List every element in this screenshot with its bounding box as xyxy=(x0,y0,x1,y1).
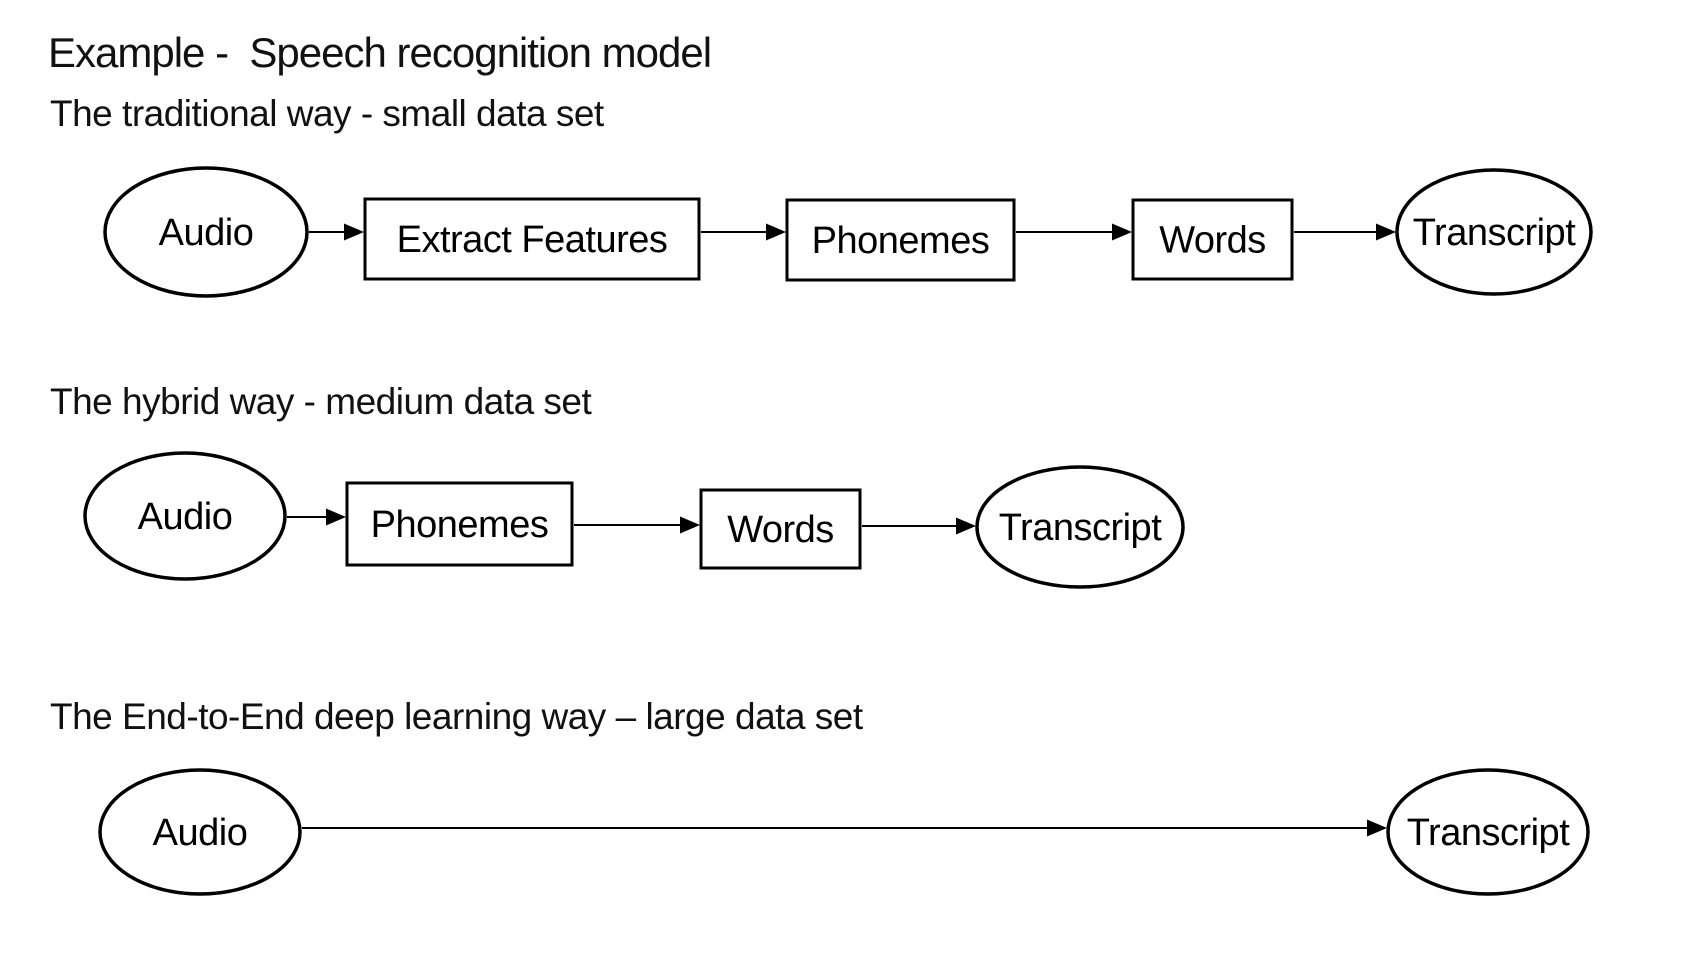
node-shape-trad-phonemes xyxy=(785,198,1016,282)
node-label-e2e-transcript: Transcript xyxy=(1407,812,1570,854)
section-heading-hybrid: The hybrid way - medium data set xyxy=(50,381,592,422)
node-label-hyb-transcript: Transcript xyxy=(999,507,1162,549)
flow-arrow-trad-extract-features-to-trad-phonemes xyxy=(701,223,786,241)
node-label-e2e-audio: Audio xyxy=(153,812,248,854)
node-shape-hyb-transcript xyxy=(975,465,1185,589)
node-shape-trad-extract-features xyxy=(363,197,701,281)
flow-arrow-trad-phonemes-to-trad-words xyxy=(1016,223,1132,241)
node-shape-e2e-audio xyxy=(98,768,302,896)
node-shape-trad-audio xyxy=(103,166,309,298)
node-label-trad-words: Words xyxy=(1159,220,1266,262)
arrowhead-icon xyxy=(326,508,346,526)
arrowhead-icon xyxy=(680,516,700,534)
node-shape-e2e-transcript xyxy=(1386,768,1590,896)
arrowhead-icon xyxy=(1367,819,1387,837)
node-shape-trad-words xyxy=(1131,198,1294,281)
node-shape-hyb-audio xyxy=(83,451,287,581)
node-shape-hyb-phonemes xyxy=(345,481,574,567)
arrowhead-icon xyxy=(1112,223,1132,241)
arrowhead-icon xyxy=(766,223,786,241)
flow-arrow-e2e-audio-to-e2e-transcript xyxy=(302,819,1387,837)
arrowhead-icon xyxy=(344,223,364,241)
arrowhead-icon xyxy=(956,517,976,535)
node-shape-trad-transcript xyxy=(1395,168,1593,296)
node-label-hyb-phonemes: Phonemes xyxy=(371,504,549,546)
section-heading-traditional: The traditional way - small data set xyxy=(50,93,604,134)
flow-arrow-hyb-phonemes-to-hyb-words xyxy=(574,516,700,534)
flow-arrow-hyb-audio-to-hyb-phonemes xyxy=(287,508,346,526)
flow-arrow-trad-words-to-trad-transcript xyxy=(1294,223,1396,241)
node-label-trad-transcript: Transcript xyxy=(1413,212,1576,254)
node-label-trad-audio: Audio xyxy=(159,212,254,254)
page-title: Example - Speech recognition model xyxy=(48,29,712,76)
node-label-hyb-audio: Audio xyxy=(138,496,233,538)
arrowhead-icon xyxy=(1376,223,1396,241)
flow-arrow-hyb-words-to-hyb-transcript xyxy=(862,517,976,535)
node-label-trad-extract-features: Extract Features xyxy=(397,219,668,261)
node-shape-hyb-words xyxy=(699,488,862,570)
section-heading-end-to-end: The End-to-End deep learning way – large… xyxy=(50,696,863,737)
flow-arrow-trad-audio-to-trad-extract-features xyxy=(309,223,364,241)
node-label-trad-phonemes: Phonemes xyxy=(812,220,990,262)
node-label-hyb-words: Words xyxy=(727,509,834,551)
